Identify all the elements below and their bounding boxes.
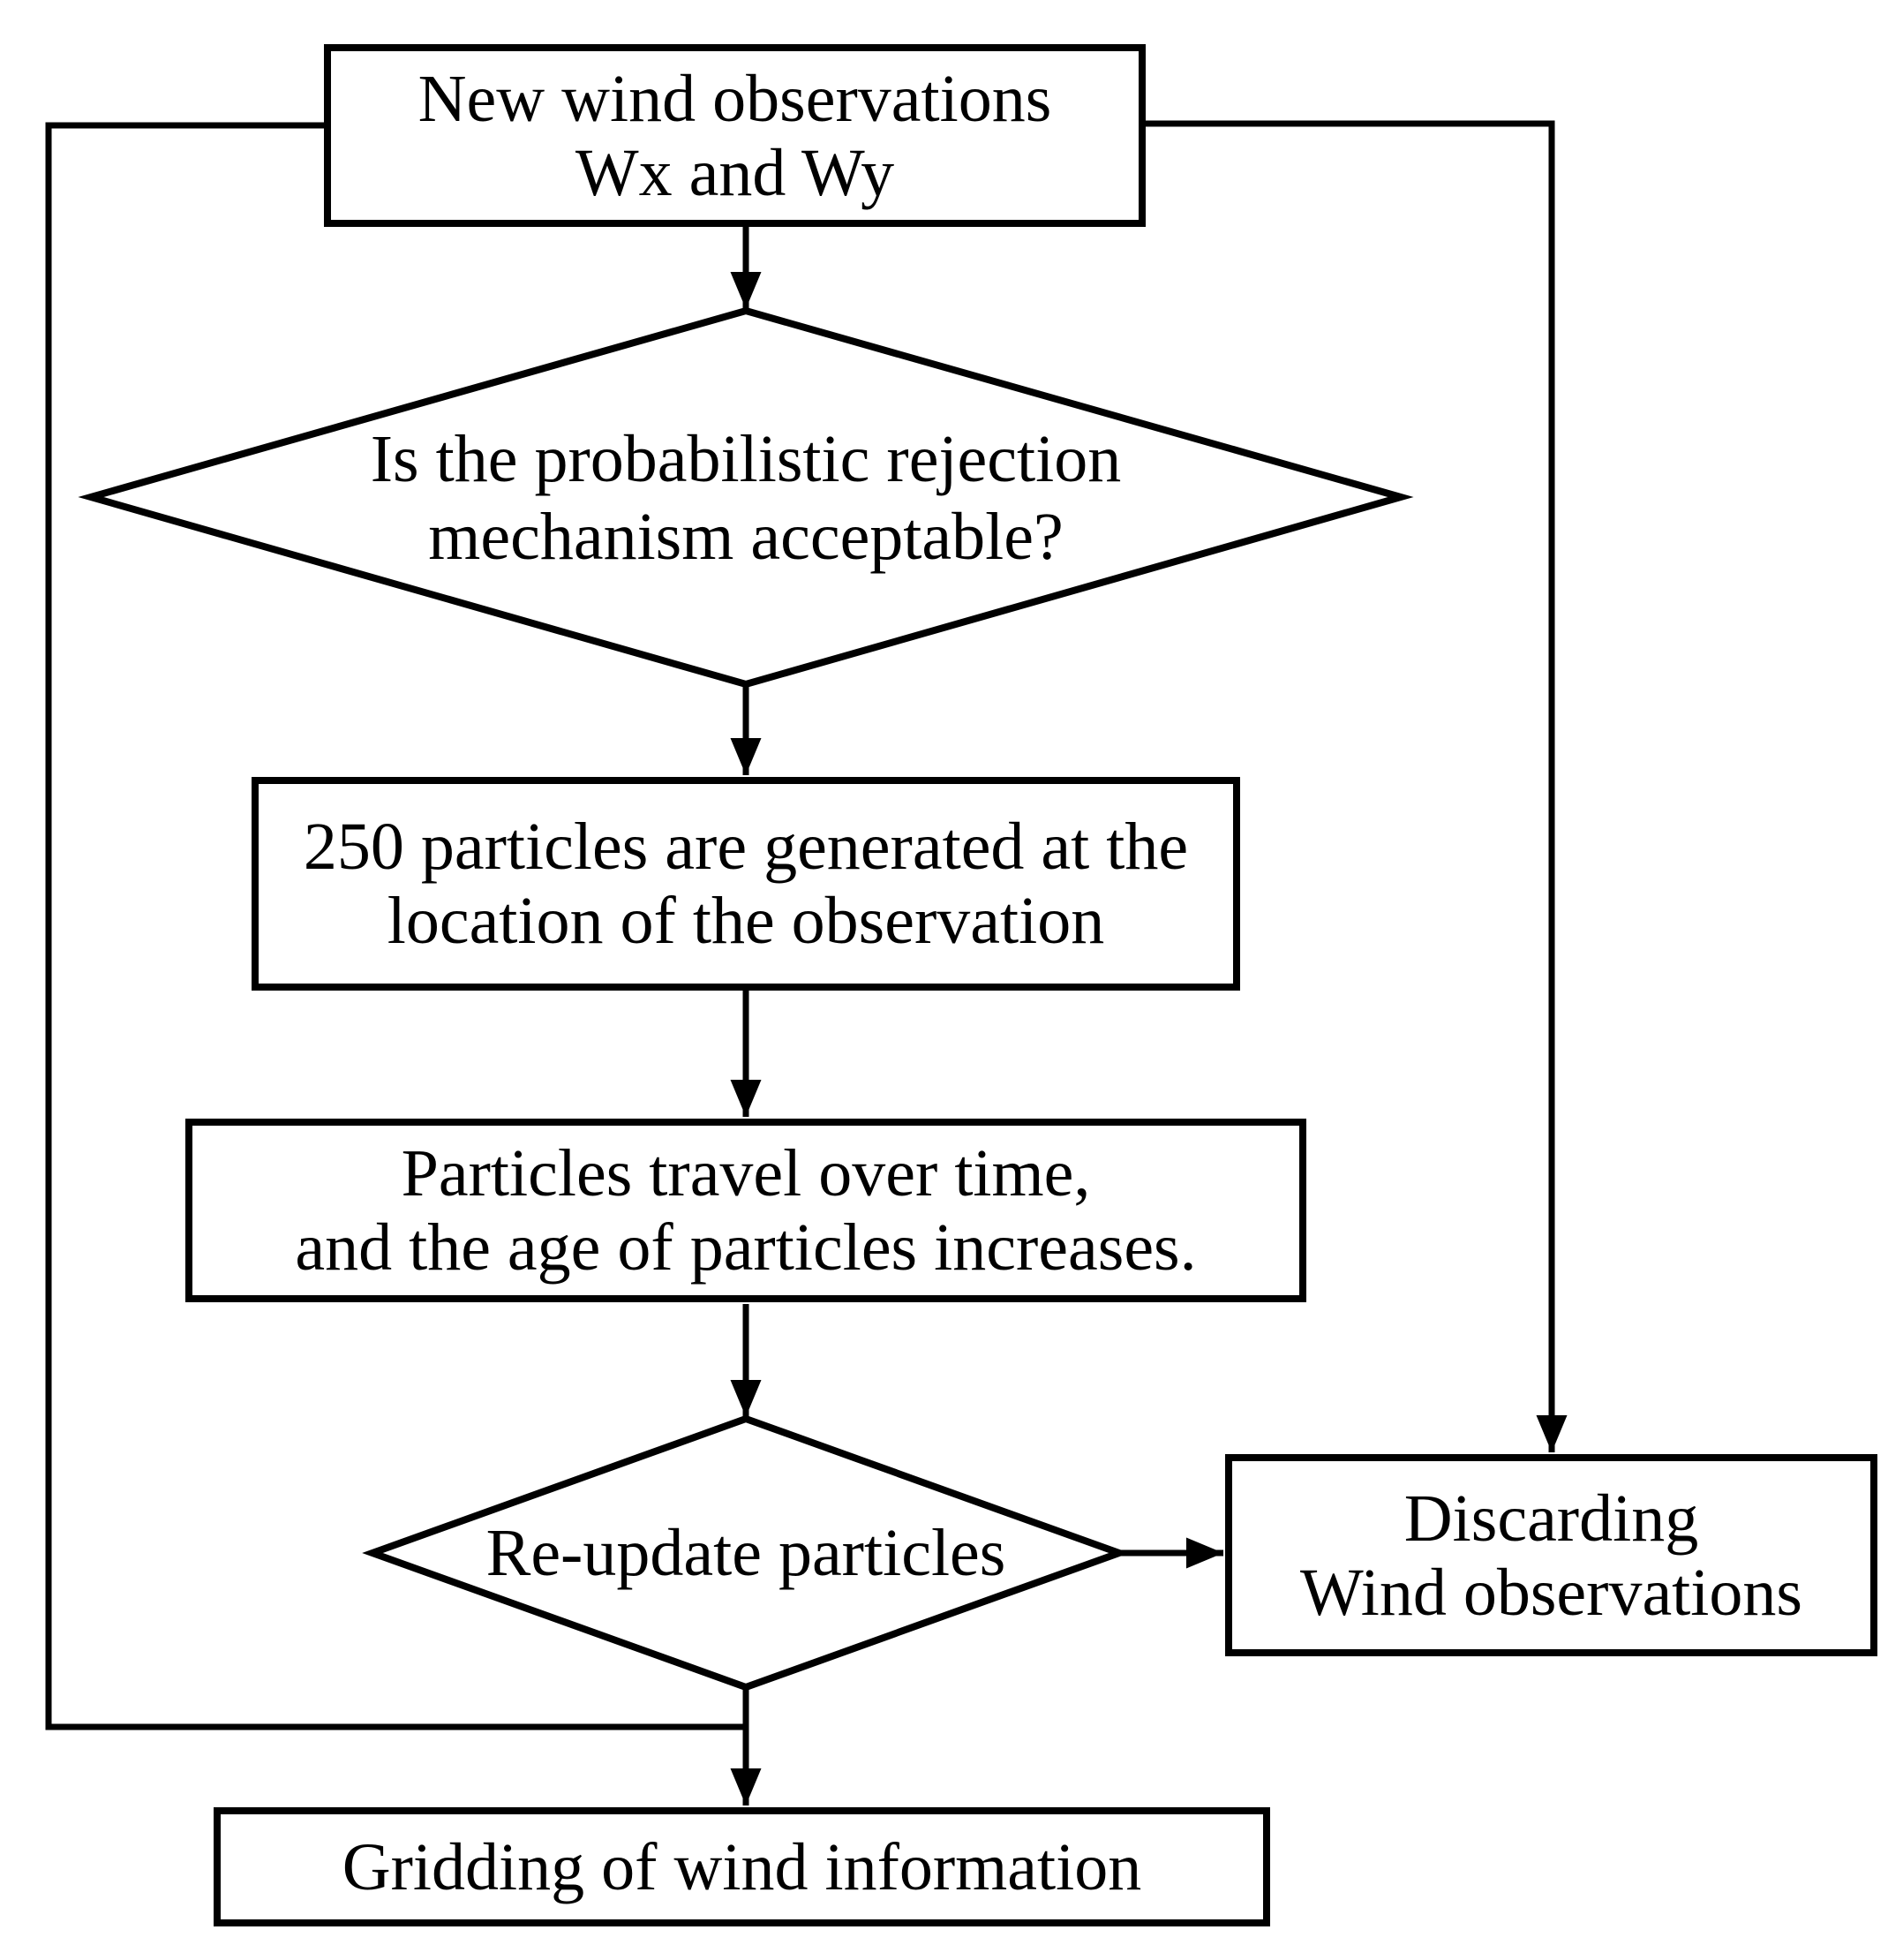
process-box-discard-observations: Discarding Wind observations bbox=[1225, 1454, 1877, 1656]
left-loop-connector bbox=[45, 122, 746, 1730]
process-box-gridding: Gridding of wind information bbox=[214, 1807, 1270, 1926]
node-label-line: Particles travel over time, bbox=[401, 1136, 1091, 1210]
decision-diamond-reupdate bbox=[362, 1414, 1130, 1692]
process-box-particles-travel: Particles travel over time, and the age … bbox=[185, 1119, 1306, 1302]
node-label-line: New wind observations bbox=[417, 61, 1052, 136]
process-box-generate-particles: 250 particles are generated at the locat… bbox=[252, 777, 1240, 991]
process-box-new-wind-observations: New wind observations Wx and Wy bbox=[324, 44, 1146, 227]
right-loop-connector bbox=[1146, 120, 1568, 1452]
node-label-line: 250 particles are generated at the bbox=[303, 810, 1189, 884]
node-label-line: Gridding of wind information bbox=[342, 1829, 1142, 1904]
node-label-line: Wx and Wy bbox=[575, 135, 895, 210]
node-label-line: and the age of particles increases. bbox=[295, 1210, 1197, 1285]
node-label-line: Discarding bbox=[1403, 1481, 1699, 1556]
node-label-line: location of the observation bbox=[387, 884, 1105, 958]
decision-diamond-rejection bbox=[78, 306, 1414, 689]
node-label-line: Wind observations bbox=[1300, 1555, 1802, 1630]
